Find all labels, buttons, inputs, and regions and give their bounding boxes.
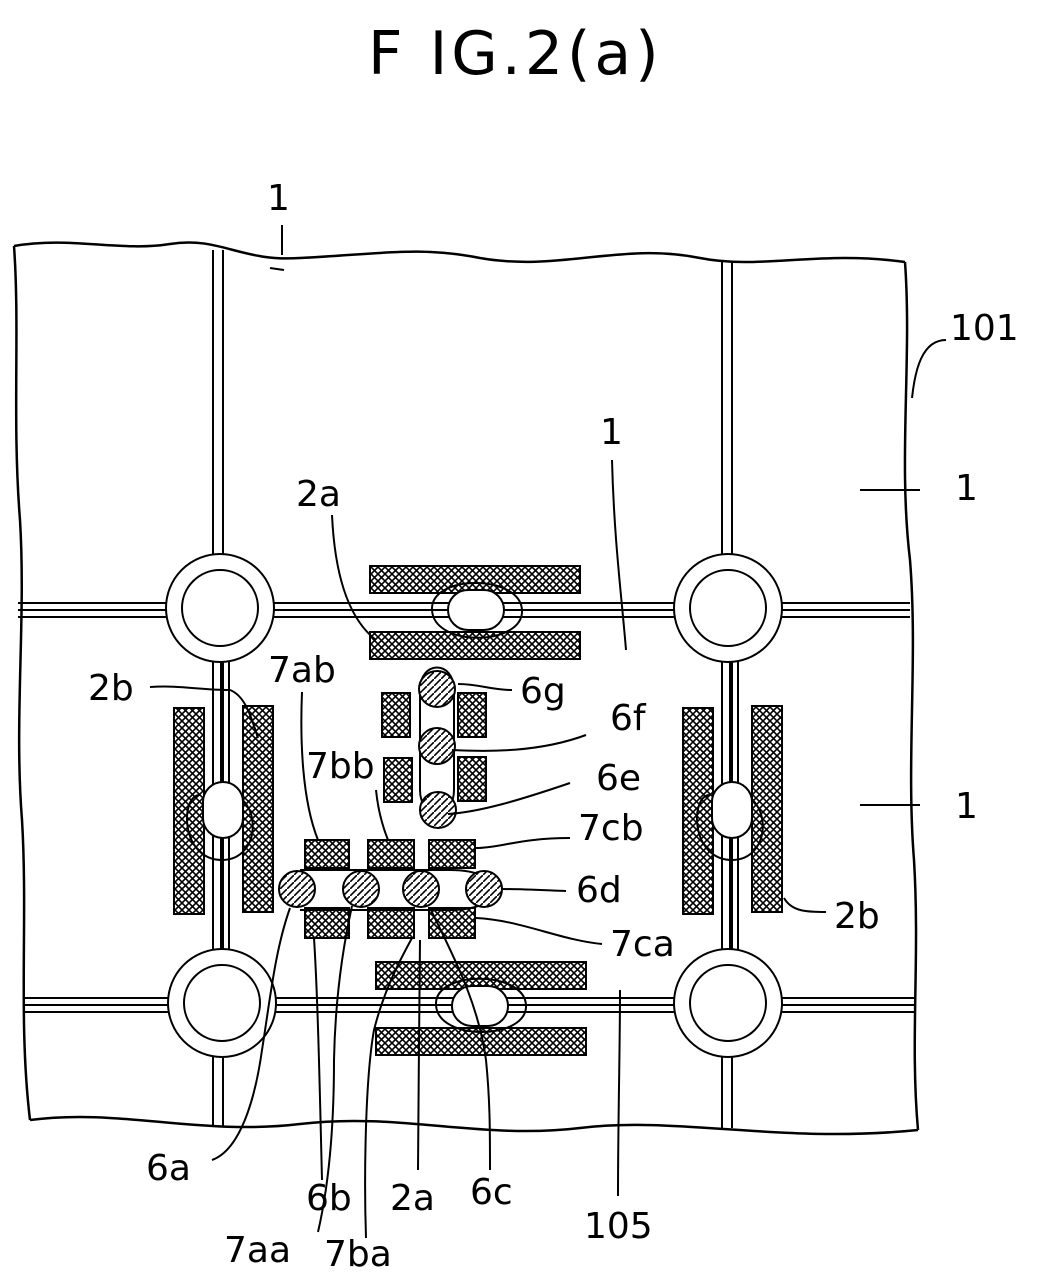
label-chip-center: 1 xyxy=(600,412,623,453)
pad-group-2a-bottom xyxy=(376,962,586,1055)
label-6f: 6f xyxy=(610,698,647,739)
label-2a-top: 2a xyxy=(296,474,341,515)
bump-6e xyxy=(420,792,456,828)
figure-title: F IG.2(a) xyxy=(368,19,663,89)
label-7aa: 7aa xyxy=(224,1230,291,1271)
label-6a: 6a xyxy=(146,1148,191,1189)
label-chip-right-upper: 1 xyxy=(955,468,978,509)
bump-6g xyxy=(419,671,455,707)
labels: 1 1 1 1 101 2a 2b 7ab 6g 6f 7bb 6e 7cb 6… xyxy=(88,178,1019,1275)
pad-group-2a-top xyxy=(370,566,580,659)
label-6b: 6b xyxy=(306,1178,352,1219)
bump-6b2 xyxy=(403,871,439,907)
label-2b-left: 2b xyxy=(88,668,134,709)
label-6g: 6g xyxy=(520,671,566,712)
label-wafer: 101 xyxy=(950,308,1019,349)
label-2a-bottom: 2a xyxy=(390,1178,435,1219)
label-6d: 6d xyxy=(576,870,622,911)
label-105: 105 xyxy=(584,1206,653,1247)
bump-6a xyxy=(279,871,315,907)
label-chip-right-lower: 1 xyxy=(955,786,978,827)
label-6e: 6e xyxy=(596,758,641,799)
label-7ab: 7ab xyxy=(268,650,336,691)
bump-6b xyxy=(343,871,379,907)
bump-6f xyxy=(419,728,455,764)
small-pads xyxy=(305,693,486,938)
label-7ca: 7ca xyxy=(610,924,675,965)
label-7cb: 7cb xyxy=(578,808,644,849)
label-chip-top: 1 xyxy=(267,178,290,219)
label-2b-right: 2b xyxy=(834,896,880,937)
label-7ba: 7ba xyxy=(324,1234,392,1275)
label-7bb: 7bb xyxy=(306,746,375,787)
label-6c: 6c xyxy=(470,1172,513,1213)
bump-6d xyxy=(466,871,502,907)
